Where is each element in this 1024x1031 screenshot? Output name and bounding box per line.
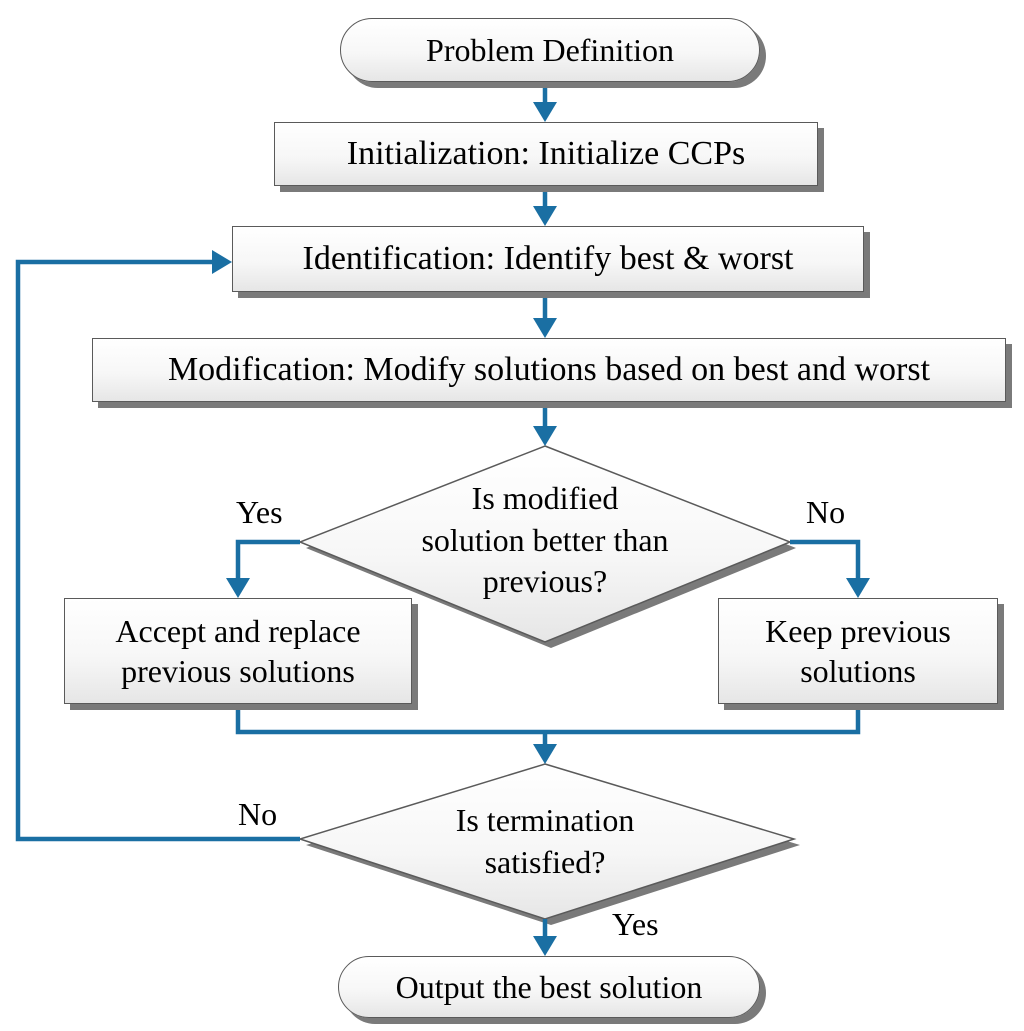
yes-label-decision2: Yes xyxy=(612,906,659,942)
keep-label: Keep previous solutions xyxy=(765,613,951,689)
arrowhead-decision1 xyxy=(533,426,557,446)
yes-label-decision1: Yes xyxy=(236,494,283,530)
arrowhead-identify xyxy=(533,206,557,226)
decision1-shape xyxy=(297,445,793,643)
identify-label: Identification: Identify best & worst xyxy=(302,239,794,277)
start-terminal: Problem Definition xyxy=(340,18,760,82)
modify-process: Modification: Modify solutions based on … xyxy=(92,338,1006,402)
arrowhead-loop-identify xyxy=(212,250,232,274)
connector-no-keep xyxy=(790,539,861,586)
keep-process: Keep previous solutions xyxy=(718,598,998,704)
connector-yes-accept xyxy=(235,539,300,586)
end-label: Output the best solution xyxy=(395,969,703,1005)
decision1-label: Is modified solution better than previou… xyxy=(421,480,669,600)
no-label-decision1: No xyxy=(806,494,846,530)
accept-process: Accept and replace previous solutions xyxy=(64,598,412,704)
modify-label: Modification: Modify solutions based on … xyxy=(167,350,931,388)
arrowhead-init xyxy=(533,102,557,122)
arrowhead-decision2 xyxy=(533,744,557,764)
start-label: Problem Definition xyxy=(426,32,674,68)
end-terminal: Output the best solution xyxy=(338,956,760,1018)
accept-label: Accept and replace previous solutions xyxy=(115,613,361,689)
arrowhead-accept xyxy=(226,578,250,598)
arrowhead-end xyxy=(533,936,557,956)
connector-merge xyxy=(235,704,861,735)
arrowhead-keep xyxy=(846,578,870,598)
no-label-decision2: No xyxy=(238,796,278,832)
identify-process: Identification: Identify best & worst xyxy=(232,226,864,292)
connector-loop-back xyxy=(15,259,300,842)
init-process: Initialization: Initialize CCPs xyxy=(274,122,818,186)
arrowheads xyxy=(212,102,870,956)
arrowhead-modify xyxy=(533,318,557,338)
init-label: Initialization: Initialize CCPs xyxy=(346,134,746,172)
decision2-label: Is termination satisfied? xyxy=(455,802,635,880)
